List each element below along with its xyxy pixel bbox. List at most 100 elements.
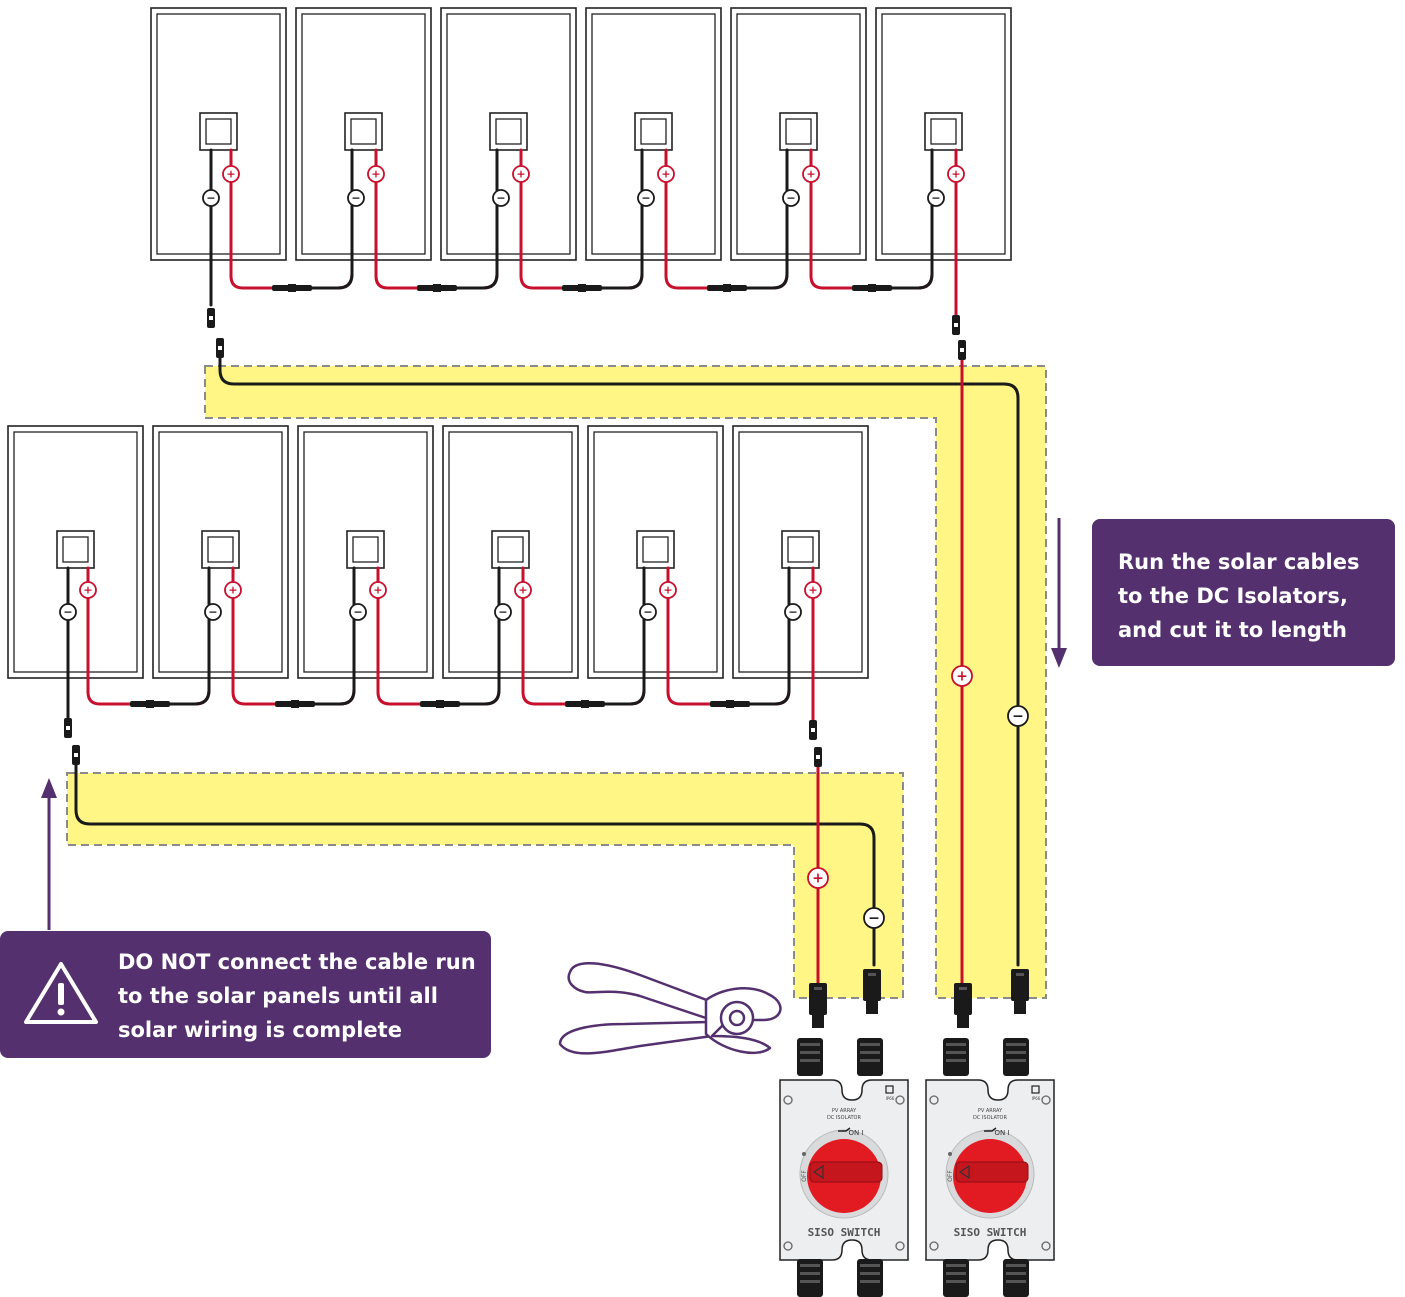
isolator-on-label: ON I (994, 1129, 1009, 1137)
negative-symbol: − (868, 911, 880, 927)
negative-marker (863, 907, 885, 929)
negative-marker (59, 603, 77, 621)
isolator-header: PV ARRAY (832, 1108, 857, 1114)
negative-marker (492, 189, 510, 207)
positive-marker (367, 165, 385, 183)
negative-marker (494, 603, 512, 621)
positive-symbol: + (518, 584, 527, 597)
negative-symbol: − (208, 606, 217, 619)
solar-panel (730, 7, 867, 261)
cable-coupler (562, 284, 602, 292)
isolator-header: DC ISOLATOR (973, 1115, 1007, 1121)
dc-isolator-right: PV ARRAY DC ISOLATOR ON I OFF IP66 SISO … (926, 1038, 1054, 1297)
cable-coupler (710, 700, 750, 708)
mc4-plug (64, 718, 72, 738)
cable-coupler (565, 700, 605, 708)
positive-symbol: + (228, 584, 237, 597)
negative-symbol: − (931, 192, 940, 205)
negative-symbol: − (498, 606, 507, 619)
positive-symbol: + (661, 168, 670, 181)
cable-coupler (275, 700, 315, 708)
solar-panel (7, 425, 144, 679)
solar-panel (732, 425, 869, 679)
negative-symbol: − (351, 192, 360, 205)
positive-symbol: + (806, 168, 815, 181)
wire-cutter-icon (558, 962, 782, 1055)
positive-marker (657, 165, 675, 183)
isolator-header: DC ISOLATOR (827, 1115, 861, 1121)
mc4-connector (809, 983, 827, 1028)
dc-isolator-left: PV ARRAY DC ISOLATOR ON I OFF IP66 SISO … (780, 1038, 908, 1297)
positive-marker (79, 581, 97, 599)
negative-marker (347, 189, 365, 207)
negative-cable-run-lower (74, 750, 876, 967)
solar-panel (150, 7, 287, 261)
solar-panel (297, 425, 434, 679)
mc4-plug (952, 315, 960, 335)
isolator-rating: IP66 (1032, 1096, 1041, 1101)
isolator-header: PV ARRAY (978, 1108, 1003, 1114)
solar-panel (152, 425, 289, 679)
warning-callout: DO NOT connect the cable run to the sola… (0, 931, 491, 1058)
positive-symbol: + (516, 168, 525, 181)
cable-coupler (417, 284, 457, 292)
negative-marker (1007, 705, 1029, 727)
mc4-connector (1011, 969, 1029, 1014)
info-callout-text: Run the solar cables to the DC Isolators… (1118, 550, 1360, 642)
mc4-plug (216, 338, 224, 358)
isolator-off-label: OFF (801, 1170, 808, 1182)
positive-marker (512, 165, 530, 183)
mc4-connector (954, 983, 972, 1028)
mc4-plug (809, 720, 817, 740)
negative-symbol: − (788, 606, 797, 619)
solar-panel (587, 425, 724, 679)
arrow-icon (41, 778, 57, 930)
arrow-icon (1051, 518, 1067, 668)
negative-marker (204, 603, 222, 621)
mc4-plug (958, 340, 966, 360)
solar-panel (440, 7, 577, 261)
warning-callout-text: DO NOT connect the cable run to the sola… (118, 945, 486, 1047)
negative-marker (639, 603, 657, 621)
negative-symbol: − (353, 606, 362, 619)
positive-symbol: + (951, 168, 960, 181)
positive-marker (802, 165, 820, 183)
negative-marker (784, 603, 802, 621)
warning-emphasis: DO NOT (118, 950, 211, 974)
mc4-plug (72, 745, 80, 765)
negative-marker (202, 189, 220, 207)
isolator-off-label: OFF (947, 1170, 954, 1182)
positive-marker (514, 581, 532, 599)
solar-panel (585, 7, 722, 261)
positive-symbol: + (373, 584, 382, 597)
positive-marker (369, 581, 387, 599)
isolator-brand: SISO SWITCH (954, 1226, 1027, 1239)
solar-panel (295, 7, 432, 261)
negative-marker (349, 603, 367, 621)
warning-triangle-icon (24, 962, 98, 1024)
negative-cable-run-upper (218, 340, 1020, 967)
cable-coupler (130, 700, 170, 708)
negative-symbol: − (1012, 709, 1024, 725)
positive-marker (659, 581, 677, 599)
positive-marker (947, 165, 965, 183)
solar-panel (442, 425, 579, 679)
negative-symbol: − (643, 606, 652, 619)
negative-symbol: − (63, 606, 72, 619)
isolator-brand: SISO SWITCH (808, 1226, 881, 1239)
positive-symbol: + (226, 168, 235, 181)
negative-symbol: − (641, 192, 650, 205)
positive-marker (951, 665, 973, 687)
positive-marker (804, 581, 822, 599)
positive-symbol: + (808, 584, 817, 597)
cable-coupler (420, 700, 460, 708)
mc4-plug (207, 308, 215, 328)
polarity-markers: −+−+−+−+−+−+−+−+−+−+−+−++−+− (59, 165, 1029, 929)
negative-marker (637, 189, 655, 207)
positive-marker (224, 581, 242, 599)
isolator-rating: IP66 (886, 1096, 895, 1101)
negative-symbol: − (206, 192, 215, 205)
negative-symbol: − (496, 192, 505, 205)
cable-coupler (852, 284, 892, 292)
